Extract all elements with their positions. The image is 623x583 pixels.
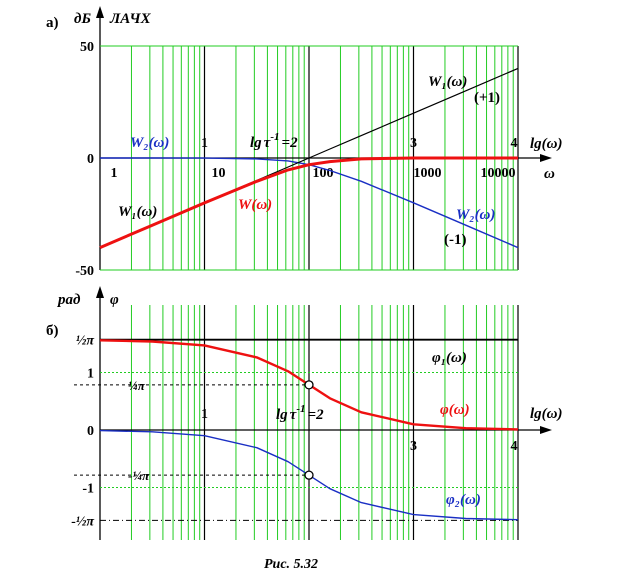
phase-lg-tick-label: 4: [511, 439, 518, 454]
corner-exp: -1: [296, 403, 305, 415]
phase-y-tick-label: 1: [87, 367, 94, 382]
label-w2-left: W₂(ω): [130, 135, 169, 151]
magnitude-omega-label: ω: [544, 166, 555, 182]
y-tick-label: 0: [87, 152, 94, 167]
magnitude-unit-label: дБ: [74, 11, 91, 27]
phase-lg-tick-label: 1: [201, 407, 208, 422]
label-w2-right: W₂(ω): [456, 207, 495, 223]
corner-tau: τ: [290, 407, 298, 423]
y-axis-arrow: [96, 6, 104, 18]
corner-prefix: lg: [276, 407, 288, 423]
corner-marker: [304, 380, 314, 390]
x-axis-arrow: [540, 154, 552, 162]
label-phi1: φ₁(ω): [432, 350, 467, 366]
magnitude-series: [99, 67, 519, 249]
quarter-pi-label: ¼π: [128, 378, 146, 393]
phase-y-tick-label: -½π: [71, 514, 94, 529]
corner-value: =2: [282, 135, 299, 151]
omega-tick-label: 1000: [414, 166, 442, 181]
omega-tick-label: 10: [212, 166, 226, 181]
phase-title: φ: [110, 292, 119, 308]
phase-y-arrow: [96, 286, 104, 298]
omega-tick-label: 1: [111, 166, 118, 181]
corner-prefix: lg: [250, 135, 262, 151]
phase-x-arrow: [540, 426, 552, 434]
label-w: W(ω): [238, 197, 272, 213]
y-tick-label: -50: [75, 264, 94, 279]
phase-unit-label: рад: [56, 292, 81, 308]
figure-caption: Рис. 5.32: [264, 557, 318, 572]
phase-y-tick-label: -1: [82, 482, 94, 497]
corner-marker: [304, 470, 314, 480]
lg-tick-label: 1: [201, 136, 208, 151]
label-phi2: φ₂(ω): [446, 492, 481, 508]
panel-b-label: б): [46, 323, 59, 339]
lg-tick-label: 3: [410, 136, 417, 151]
magnitude-x-label: lg(ω): [530, 136, 563, 152]
label-w1-bottom: W₁(ω): [118, 204, 157, 220]
panel-a-label: а): [46, 15, 59, 31]
corner-value: =2: [308, 407, 325, 423]
label-w1-top: W₁(ω): [428, 74, 467, 90]
label-slope-plus: (+1): [474, 90, 500, 106]
corner-exp: -1: [270, 131, 279, 143]
phase-y-tick-label: 0: [87, 424, 94, 439]
series-w: [99, 156, 518, 249]
magnitude-title: ЛАЧХ: [109, 11, 152, 27]
phase-y-tick-label: ½π: [76, 334, 95, 349]
phase-lg-tick-label: 3: [410, 439, 417, 454]
y-tick-label: 50: [80, 40, 94, 55]
phase-markers: [304, 380, 314, 480]
phase-axes: ½π 1 0 -1 -½π 1 3 4: [71, 286, 552, 540]
corner-tau: τ: [264, 135, 272, 151]
quarter-pi-label: -¼π: [128, 468, 150, 483]
lg-tick-label: 4: [511, 136, 518, 151]
phase-x-label: lg(ω): [530, 406, 563, 422]
omega-tick-label: 10000: [481, 166, 516, 181]
label-phi: φ(ω): [440, 402, 470, 418]
label-slope-minus: (-1): [444, 232, 467, 248]
